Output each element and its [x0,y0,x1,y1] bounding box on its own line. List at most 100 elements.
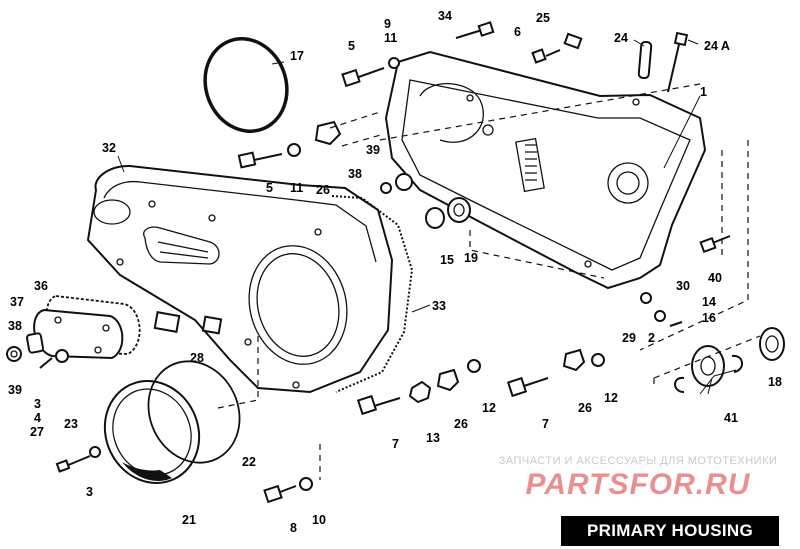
label-39: 39 [8,383,22,397]
leader-lines [117,39,737,395]
retaining-ring [731,354,743,373]
label-39: 39 [366,143,380,157]
label-5: 5 [266,181,273,195]
label-23: 23 [64,417,78,431]
derby-washer [89,446,101,458]
label-34: 34 [438,9,452,23]
label-26: 26 [578,401,592,415]
label-38: 38 [8,319,22,333]
screw [640,292,652,304]
label-33: 33 [432,299,446,313]
derby-cover [122,462,172,481]
cover-bolt [341,67,385,88]
label-24: 24 [614,31,628,45]
label-36: 36 [34,279,48,293]
mount-bracket [436,368,460,392]
nut [408,380,432,404]
seal [447,197,471,223]
inspection-cover [33,295,141,360]
clip [563,32,583,50]
inspection-pad [201,315,223,335]
washer [299,477,313,491]
plug-washer [10,350,18,358]
label-10: 10 [312,513,326,527]
bolt-washer [287,143,301,157]
label-41: 41 [724,411,738,425]
drain-plug [380,182,392,194]
plug-washer [6,346,22,362]
label-38: 38 [348,167,362,181]
label-28: 28 [190,351,204,365]
cover-bolt [506,376,549,398]
label-11: 11 [384,31,397,45]
label-26: 26 [316,183,330,197]
oil-seal [759,327,785,361]
label-22: 22 [242,455,256,469]
derby-screw [55,459,71,473]
diagram-caption: PRIMARY HOUSING [561,516,779,546]
washer [467,359,481,373]
label-6: 6 [514,25,521,39]
label-16: 16 [702,311,716,325]
screw [531,48,561,64]
retaining-ring [674,376,685,393]
label-15: 15 [440,253,454,267]
cover-screw [39,357,53,369]
label-30: 30 [676,279,690,293]
label-14: 14 [702,295,716,309]
label-24a: 24 A [704,39,730,53]
label-17: 17 [290,49,304,63]
label-5: 5 [348,39,355,53]
label-2: 2 [648,331,655,345]
screw [669,321,683,327]
seal [395,173,413,191]
sensor [699,235,731,254]
label-26: 26 [454,417,468,431]
derby-cover [112,388,192,476]
label-7: 7 [542,417,549,431]
derby-cover [103,380,201,484]
label-3: 3 [86,485,93,499]
cover-bolt [237,151,283,169]
label-12: 12 [482,401,496,415]
inspection-pad [153,311,181,333]
bolt-washer [388,57,400,69]
inner-primary-housing [384,50,707,290]
screw [654,310,666,322]
label-3: 3 [34,397,41,411]
washer [591,353,605,367]
cover-washer [55,349,69,363]
adjuster-screw [455,21,495,39]
label-11: 11 [290,181,303,195]
oil-seal [765,335,779,353]
dowel-pin [637,40,653,80]
label-9: 9 [384,17,391,31]
label-7: 7 [392,437,399,451]
cover-bolt [263,484,297,504]
bearing [691,345,725,387]
label-1: 1 [700,85,707,99]
outer-primary-cover [86,164,394,394]
label-25: 25 [536,11,550,25]
label-37: 37 [10,295,24,309]
label-29: 29 [622,331,636,345]
label-40: 40 [708,271,722,285]
mount-bracket [562,348,586,372]
label-12: 12 [604,391,618,405]
label-19: 19 [464,251,478,265]
drain-plug [26,332,44,354]
label-32: 32 [102,141,116,155]
part-labels: 1 2 3 3 4 5 5 6 7 7 8 9 10 11 11 12 12 1… [8,9,782,535]
derby-screw [65,455,91,467]
watermark-tagline: ЗАПЧАСТИ И АКСЕССУАРЫ ДЛЯ МОТОТЕХНИКИ [498,455,778,467]
derby-cover-gasket [147,360,241,464]
label-4: 4 [34,411,41,425]
label-21: 21 [182,513,196,527]
o-ring [203,37,289,133]
label-18: 18 [768,375,782,389]
label-27: 27 [30,425,44,439]
mount-bracket [314,120,342,146]
seal [453,203,465,217]
label-13: 13 [426,431,440,445]
